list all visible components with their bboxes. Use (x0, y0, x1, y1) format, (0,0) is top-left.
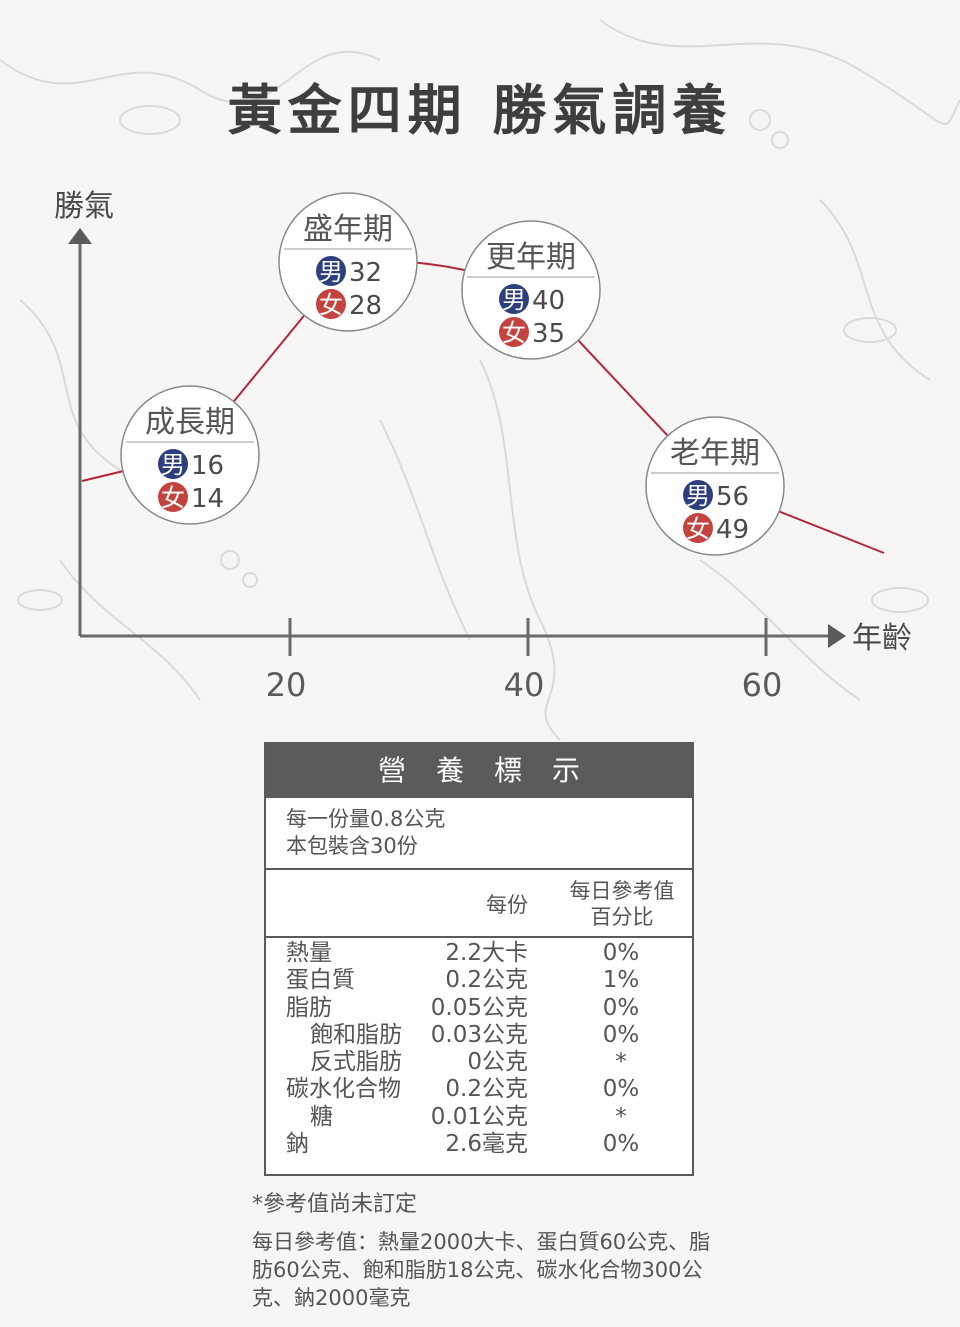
nutrient-percent: 0% (602, 940, 640, 966)
page-title: 黃金四期 勝氣調養 (227, 78, 733, 142)
male-badge-label: 男 (502, 286, 526, 314)
female-badge (499, 317, 529, 347)
col-daily-line2: 百分比 (590, 905, 654, 929)
nutrient-name: 反式脂肪 (310, 1049, 402, 1076)
female-age: 49 (716, 515, 749, 545)
stage-name: 老年期 (670, 436, 760, 471)
nutrient-name: 鈉 (286, 1131, 309, 1158)
nutrient-name: 碳水化合物 (286, 1076, 401, 1103)
y-axis-arrow (68, 228, 92, 244)
footnote: *參考值尚未訂定 (252, 1192, 418, 1217)
nutrition-row: 熱量 2.2大卡 0% (266, 940, 692, 967)
stage-circle (645, 416, 785, 556)
stage-name: 更年期 (486, 240, 576, 275)
stage-name: 成長期 (145, 405, 235, 440)
col-daily-percent: 每日參考值 百分比 (552, 878, 692, 930)
nutrient-amount: 0公克 (467, 1049, 528, 1076)
nutrient-name: 熱量 (286, 940, 332, 966)
daily-reference-note: 每日參考值：熱量2000大卡、蛋白質60公克、脂肪60公克、飽和脂肪18公克、碳… (252, 1230, 711, 1310)
nutrient-amount: 0.05公克 (430, 994, 528, 1021)
nutrient-name: 飽和脂肪 (310, 1021, 402, 1048)
male-age: 40 (532, 286, 565, 316)
divider (266, 868, 692, 870)
nutrient-percent: 0% (602, 994, 640, 1021)
nutrition-panel: 營養標示 每一份量0.8公克 本包裝含30份 每份 每日參考值 百分比 熱量 2.… (264, 742, 694, 1176)
stage-circle (278, 192, 418, 332)
x-axis-arrow (828, 624, 846, 648)
nutrient-percent: 0% (602, 1131, 640, 1158)
nutrition-row: 蛋白質 0.2公克 1% (266, 967, 692, 994)
nutrient-amount: 0.2公克 (445, 967, 528, 994)
nutrient-percent: * (615, 1049, 627, 1076)
nutrition-row: 脂肪 0.05公克 0% (266, 995, 692, 1022)
male-badge (316, 256, 346, 286)
female-age: 28 (349, 291, 382, 321)
stage-circle (120, 385, 260, 525)
female-age: 14 (191, 484, 224, 514)
male-age: 16 (191, 451, 224, 481)
nutrient-percent: 1% (602, 967, 640, 994)
female-badge (316, 289, 346, 319)
x-tick-label: 20 (266, 666, 307, 704)
col-daily-line1: 每日參考值 (569, 879, 675, 903)
nutrient-amount: 2.6毫克 (445, 1131, 528, 1158)
x-tick-label: 60 (742, 666, 783, 704)
nutrient-percent: 0% (602, 1076, 640, 1103)
nutrient-name: 糖 (310, 1103, 333, 1130)
male-badge (158, 449, 188, 479)
nutrient-name: 脂肪 (286, 994, 332, 1021)
divider (266, 936, 692, 938)
female-badge (683, 513, 713, 543)
male-badge (683, 480, 713, 510)
female-badge-label: 女 (686, 515, 710, 543)
nutrient-amount: 0.03公克 (430, 1021, 528, 1048)
nutrient-amount: 2.2大卡 (445, 940, 528, 966)
nutrition-row: 糖 0.01公克 * (266, 1104, 692, 1131)
female-age: 35 (532, 319, 565, 349)
male-badge-label: 男 (319, 258, 343, 286)
serving-info: 每一份量0.8公克 本包裝含30份 (286, 806, 445, 860)
female-badge-label: 女 (319, 291, 343, 319)
col-per-serving: 每份 (486, 893, 528, 917)
male-badge (499, 284, 529, 314)
male-badge-label: 男 (161, 451, 185, 479)
male-age: 56 (716, 482, 749, 512)
nutrition-heading: 營養標示 (266, 744, 692, 798)
male-badge-label: 男 (686, 482, 710, 510)
female-badge (158, 482, 188, 512)
nutrient-percent: * (615, 1103, 627, 1130)
male-age: 32 (349, 258, 382, 288)
nutrition-row: 鈉 2.6毫克 0% (266, 1131, 692, 1158)
female-badge-label: 女 (502, 319, 526, 347)
female-badge-label: 女 (161, 484, 185, 512)
nutrition-row: 碳水化合物 0.2公克 0% (266, 1076, 692, 1103)
nutrition-row: 飽和脂肪 0.03公克 0% (266, 1022, 692, 1049)
nutrient-amount: 0.01公克 (430, 1103, 528, 1130)
x-tick-label: 40 (504, 666, 545, 704)
x-axis-label: 年齡 (852, 621, 912, 656)
y-axis-label: 勝氣 (54, 189, 114, 224)
nutrient-name: 蛋白質 (286, 967, 355, 994)
nutrition-row: 反式脂肪 0公克 * (266, 1049, 692, 1076)
servings-per-pack: 本包裝含30份 (286, 834, 418, 858)
nutrient-amount: 0.2公克 (445, 1076, 528, 1103)
stage-name: 盛年期 (303, 212, 393, 247)
stage-circle (461, 220, 601, 360)
nutrient-percent: 0% (602, 1021, 640, 1048)
serving-size: 每一份量0.8公克 (286, 807, 446, 831)
